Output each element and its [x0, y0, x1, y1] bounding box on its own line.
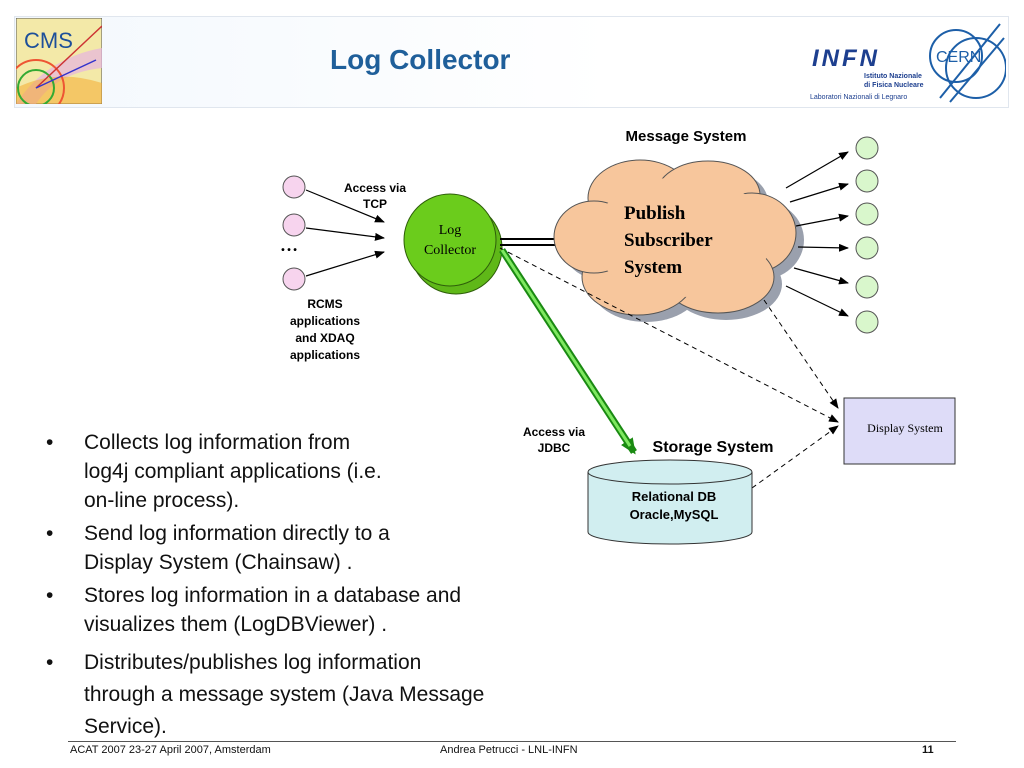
log-collector-diagram: … Access via TCP RCMS applications and X… [280, 128, 956, 545]
log-collector-node [403, 193, 497, 287]
footer-rule [68, 741, 956, 742]
bullet-line: log4j compliant applications (i.e. [84, 460, 382, 483]
infn-logo: INFN Istituto Nazionale di Fisica Nuclea… [810, 45, 924, 101]
storage-system-label: Storage System [653, 439, 774, 456]
publish-subscriber-label: Publish [624, 203, 686, 224]
subscriber-arrow [785, 151, 849, 189]
bullet-line: Display System (Chainsaw) . [84, 551, 353, 574]
bullet-line: visualizes them (LogDBViewer) . [84, 613, 388, 636]
footer-author: Andrea Petrucci - LNL-INFN [440, 744, 578, 756]
cms-logo-text: CMS [24, 28, 73, 53]
bullet-line: on-line process). [84, 489, 240, 512]
bullet-item: • Stores log information in a database a… [44, 581, 604, 639]
rcms-label: and XDAQ [295, 331, 354, 345]
bullet-item: • Send log information directly to a Dis… [44, 519, 604, 577]
subscriber-arrow [793, 267, 849, 285]
dashed-arrow-cloud-display [763, 299, 839, 409]
subscriber-node [855, 310, 879, 334]
publish-subscriber-label: System [624, 257, 682, 278]
database-label: Relational DB [632, 489, 717, 504]
rcms-client-node [282, 213, 306, 237]
bullet-item: • Distributes/publishes log information … [44, 647, 604, 743]
subscriber-arrow [789, 182, 849, 203]
bullet-line: through a message system (Java Message [84, 683, 485, 706]
access-jdbc-label: Access via [523, 425, 585, 439]
bullet-item: • Collects log information from log4j co… [44, 428, 604, 515]
subscriber-node [855, 202, 879, 226]
footer-page-number: 11 [922, 744, 934, 756]
bullet-list: • Collects log information from log4j co… [44, 428, 604, 747]
subscriber-node [855, 236, 879, 260]
subscriber-arrow [797, 243, 849, 252]
database-label: Oracle,MySQL [630, 507, 719, 522]
subscriber-arrow [785, 285, 849, 317]
bullet-dot: • [46, 431, 54, 454]
bullet-line: Collects log information from [84, 431, 351, 454]
slide-header [14, 16, 1009, 108]
access-tcp-label: TCP [363, 197, 387, 211]
bullet-line: Service). [84, 715, 167, 738]
tcp-arrow [305, 227, 385, 241]
bullet-line: Send log information directly to a [84, 522, 390, 545]
database-cylinder-top [587, 459, 753, 485]
infn-logo-subtitle-1: Istituto Nazionale [864, 73, 922, 80]
bullet-dot: • [46, 584, 54, 607]
tcp-arrow [305, 189, 385, 223]
subscriber-node [855, 275, 879, 299]
subscriber-node [855, 169, 879, 193]
rcms-client-node [282, 175, 306, 199]
rcms-label: RCMS [307, 297, 342, 311]
bullet-line: Stores log information in a database and [84, 584, 462, 607]
bullet-line: Distributes/publishes log information [84, 651, 422, 674]
cern-logo-text: CERN [936, 49, 981, 66]
infn-logo-text: INFN [812, 45, 880, 72]
bullet-dot: • [46, 651, 54, 674]
access-tcp-label: Access via [344, 181, 406, 195]
bullet-dot: • [46, 522, 54, 545]
rcms-label: applications [290, 314, 360, 328]
publish-subscriber-label: Subscriber [624, 230, 713, 251]
subscriber-arrow [795, 213, 849, 227]
rcms-label: applications [290, 348, 360, 362]
log-collector-label: Log [439, 223, 462, 238]
database-cylinder-body [587, 472, 753, 545]
subscriber-node [855, 136, 879, 160]
rcms-client-node [282, 267, 306, 291]
slide-title: Log Collector [330, 44, 511, 75]
publish-subscriber-cloud-core [592, 177, 772, 297]
log-collector-label: Collector [424, 243, 476, 258]
infn-logo-subtitle-3: Laboratori Nazionali di Legnaro [810, 94, 907, 101]
cms-logo: CMS [16, 18, 102, 104]
dashed-arrow-db-display [751, 425, 839, 489]
clients-ellipsis: … [280, 235, 298, 255]
access-jdbc-label: JDBC [538, 441, 571, 455]
infn-logo-subtitle-2: di Fisica Nucleare [864, 82, 924, 89]
dashed-arrow-collector-display [499, 247, 839, 423]
message-system-label: Message System [626, 128, 747, 145]
display-system-label: Display System [867, 421, 943, 435]
footer-conference: ACAT 2007 23-27 April 2007, Amsterdam [70, 744, 271, 756]
display-system-box [843, 397, 956, 465]
jdbc-arrow [500, 249, 632, 447]
tcp-arrow [305, 250, 385, 277]
cern-logo: CERN [929, 23, 1006, 103]
